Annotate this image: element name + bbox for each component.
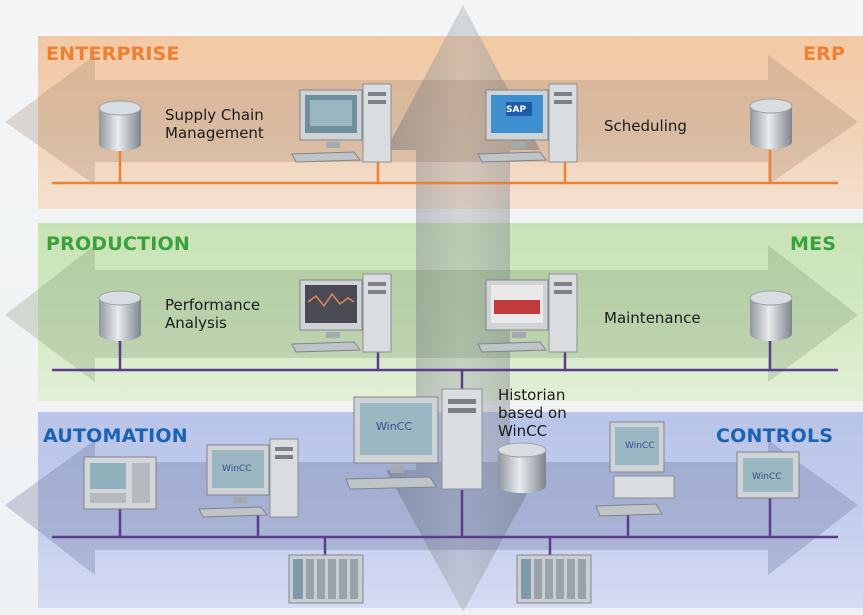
performance-label-1: Performance bbox=[165, 296, 261, 314]
sap-logo: SAP bbox=[506, 105, 527, 115]
controls-tag: CONTROLS bbox=[716, 425, 834, 447]
historian-label-1: Historian bbox=[498, 386, 566, 404]
workstation-icon bbox=[291, 273, 392, 353]
plc-rack-icon bbox=[516, 554, 592, 604]
maintenance-label: Maintenance bbox=[604, 309, 701, 327]
automation-title: AUTOMATION bbox=[43, 425, 188, 447]
touch-panel-icon bbox=[736, 451, 800, 499]
database-icon bbox=[497, 442, 547, 493]
production-title: PRODUCTION bbox=[46, 233, 190, 255]
historian-label-2: based on bbox=[498, 404, 567, 422]
production-bus bbox=[52, 340, 838, 392]
enterprise-title: ENTERPRISE bbox=[46, 43, 180, 65]
wincc-screen-label: WinCC bbox=[752, 472, 782, 482]
workstation-icon bbox=[198, 438, 299, 518]
wincc-screen-label: WinCC bbox=[625, 441, 655, 451]
workstation-icon bbox=[477, 273, 578, 353]
database-icon bbox=[749, 290, 793, 341]
enterprise-bus bbox=[52, 150, 838, 185]
sap-workstation-icon bbox=[477, 83, 578, 163]
database-icon bbox=[749, 98, 793, 149]
historian-server-icon bbox=[345, 388, 483, 490]
production-arrow bbox=[5, 245, 858, 382]
automation-bus bbox=[52, 490, 838, 555]
workstation-icon bbox=[595, 421, 675, 517]
erp-tag: ERP bbox=[803, 43, 846, 65]
database-icon bbox=[98, 100, 142, 151]
performance-label-2: Analysis bbox=[165, 314, 227, 332]
mes-tag: MES bbox=[790, 233, 837, 255]
supply-chain-label-1: Supply Chain bbox=[165, 106, 264, 124]
plc-rack-icon bbox=[288, 554, 364, 604]
workstation-icon bbox=[291, 83, 392, 163]
wincc-screen-label: WinCC bbox=[222, 464, 252, 474]
wincc-screen-label: WinCC bbox=[376, 420, 413, 433]
scheduling-label: Scheduling bbox=[604, 117, 687, 135]
database-icon bbox=[98, 290, 142, 341]
historian-label-3: WinCC bbox=[498, 422, 548, 440]
enterprise-arrow bbox=[5, 55, 858, 185]
supply-chain-label-2: Management bbox=[165, 124, 264, 142]
operator-panel-icon bbox=[83, 456, 157, 510]
